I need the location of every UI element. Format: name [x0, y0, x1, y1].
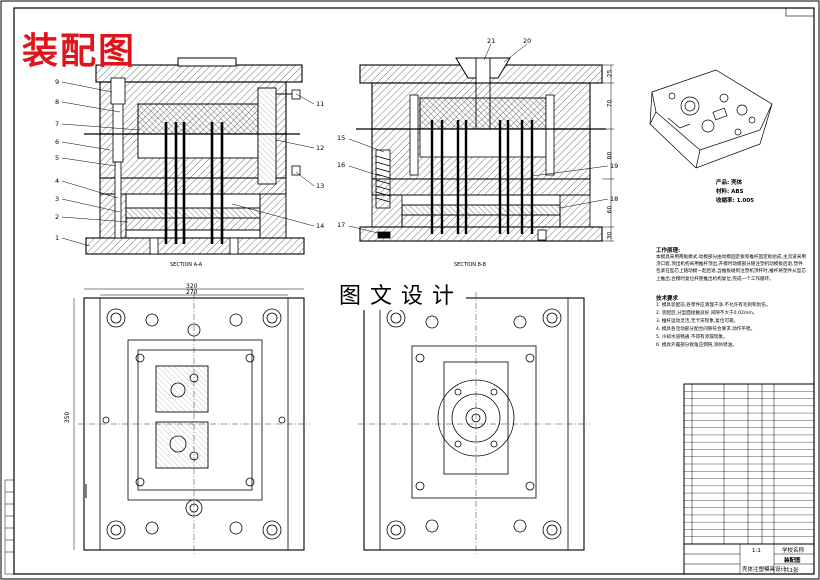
corner-box: [785, 7, 815, 17]
inner-border: [13, 7, 815, 575]
section-aa-view: [84, 57, 305, 255]
banner-title: 装配图: [22, 31, 137, 72]
overlay-title: 图文设计: [336, 278, 467, 310]
tb-sheet: 共1张: [784, 568, 799, 574]
dim-v4: 60: [606, 205, 614, 214]
section-aa-caption: SECTION A-A: [170, 262, 203, 268]
balloon-21: 21: [487, 37, 496, 45]
balloon-4: 4: [55, 177, 60, 185]
product-name: 产品: 壳体: [716, 180, 743, 186]
tb-school: 学校名称: [782, 548, 805, 554]
tb-scale: 1:1: [752, 548, 761, 554]
balloon-18: 18: [610, 195, 619, 203]
work-principle-title: 工作原理:: [656, 248, 681, 254]
tech-item-1: 1. 模具装配前,各零件应清理干净,不允许有毛刺和划伤。: [656, 303, 771, 308]
balloon-16: 16: [337, 161, 346, 169]
balloon-17: 17: [337, 221, 346, 229]
balloon-13: 13: [316, 182, 325, 190]
balloon-15: 15: [337, 134, 346, 142]
side-strip: [4, 479, 15, 575]
product-isometric: [649, 69, 773, 169]
balloon-11: 11: [316, 100, 325, 108]
balloon-19: 19: [610, 162, 619, 170]
tech-item-6: 6. 模具外露部分锐角应倒钝,涂防锈油。: [656, 343, 737, 348]
tech-item-3: 3. 推杆运动灵活,无卡滞现象,复位可靠。: [656, 319, 739, 324]
tb-drawing: 装配图: [784, 558, 801, 564]
balloon-12: 12: [316, 144, 325, 152]
plan-view-right: [358, 292, 590, 556]
dim-height: 350: [64, 411, 72, 424]
tech-item-5: 5. 冷却水道畅通,不得有渗漏现象。: [656, 335, 728, 340]
section-bb-view: [356, 57, 606, 242]
balloon-9: 9: [55, 78, 60, 86]
dim-v2: 70: [606, 99, 614, 108]
section-bb-caption: SECTION B-B: [454, 262, 487, 268]
balloon-8: 8: [55, 98, 60, 106]
dim-v3: 80: [606, 151, 614, 160]
dim-inner-width: 270: [186, 289, 198, 296]
dim-outer-width: 320: [186, 283, 198, 290]
dim-v5: 30: [606, 231, 614, 240]
balloon-2: 2: [55, 213, 60, 221]
plan-view-left: [73, 288, 310, 556]
balloon-1: 1: [55, 234, 60, 242]
tech-title: 技术要求: [656, 296, 679, 302]
work-principle-text: 本模具采用两板模式,动模部分由动模固定板和推杆固定板组成,主流道采用浇口套,顶出…: [656, 255, 806, 282]
tech-item-2: 2. 装配后,分型面接触良好,间隙不大于0.02mm。: [656, 311, 758, 316]
aa-leaders: [61, 81, 315, 247]
product-shrinkage: 收缩率: 1.005: [716, 198, 755, 204]
bb-dimensions: [602, 64, 614, 242]
bb-leaders: [348, 43, 609, 235]
product-material: 材料: ABS: [716, 189, 744, 195]
balloon-7: 7: [55, 120, 60, 128]
balloon-3: 3: [55, 195, 60, 203]
balloon-6: 6: [55, 138, 60, 146]
balloon-20: 20: [523, 37, 532, 45]
tech-item-4: 4. 模具各活动部分配合间隙符合要求,动作平稳。: [656, 327, 756, 332]
balloon-5: 5: [55, 154, 60, 162]
balloon-14: 14: [316, 222, 325, 230]
dim-v1: 25: [606, 69, 614, 78]
tb-project: 壳体注塑模具设计: [742, 567, 787, 573]
